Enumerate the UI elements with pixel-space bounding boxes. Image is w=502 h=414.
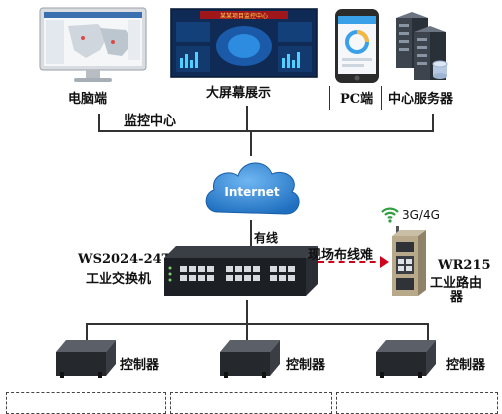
controller-label-2: 控制器 <box>286 358 326 373</box>
field-zone-box <box>170 392 332 414</box>
cloud-uplink <box>250 130 252 156</box>
wireless-link-dashed <box>318 261 386 263</box>
server-label: 中心服务器 <box>388 92 454 107</box>
monitor-center-label: 监控中心 <box>124 114 177 129</box>
bottom-drop-mid <box>246 323 248 343</box>
bigscreen-banner: 某某项目监控中心 <box>220 12 268 20</box>
controller-icon <box>372 338 438 380</box>
controller-label-1: 控制器 <box>120 358 160 373</box>
top-drop-mid <box>246 106 248 131</box>
big-screen-label: 大屏幕展示 <box>206 86 272 101</box>
wifi-signal-icon <box>380 204 400 224</box>
internet-cloud: Internet <box>200 152 304 222</box>
server-rack-icon <box>392 12 452 84</box>
top-drop-left <box>98 114 100 131</box>
switch-downlink <box>246 300 248 324</box>
bottom-bus-line <box>86 323 428 325</box>
site-wiring-label: 现场布线难 <box>308 248 374 263</box>
mobile-divider-left <box>329 86 330 110</box>
router-name-line1: 工业路由 <box>430 276 483 291</box>
controller-icon <box>52 338 118 380</box>
mobile-label: PC端 <box>340 92 374 107</box>
controller-label-3: 控制器 <box>446 358 486 373</box>
industrial-switch-icon <box>158 244 324 304</box>
desktop-monitor-icon <box>38 6 148 86</box>
top-bus-line <box>98 130 434 132</box>
big-screen-display-icon: 某某项目监控中心 <box>169 7 319 79</box>
wireless-link-arrow <box>380 256 389 268</box>
router-name-line2: 器 <box>450 290 464 305</box>
mobile-phone-icon <box>334 8 380 84</box>
mobile-divider <box>381 86 382 110</box>
wireless-label: 3G/4G <box>402 208 440 222</box>
router-model-label: WR215 <box>438 258 491 273</box>
wired-label: 有线 <box>254 231 279 245</box>
industrial-router-icon <box>388 226 430 300</box>
switch-model-label: WS2024-24T <box>78 252 172 267</box>
field-zone-box <box>336 392 498 414</box>
bottom-drop-right <box>427 323 429 343</box>
field-zone-box <box>6 392 166 414</box>
cloud-downlink <box>250 220 252 252</box>
top-drop-right <box>432 114 434 131</box>
pc-label: 电脑端 <box>68 92 108 107</box>
bottom-drop-left <box>86 323 88 343</box>
switch-name-label: 工业交换机 <box>86 272 152 287</box>
controller-icon <box>216 338 282 380</box>
internet-label: Internet <box>224 185 279 199</box>
